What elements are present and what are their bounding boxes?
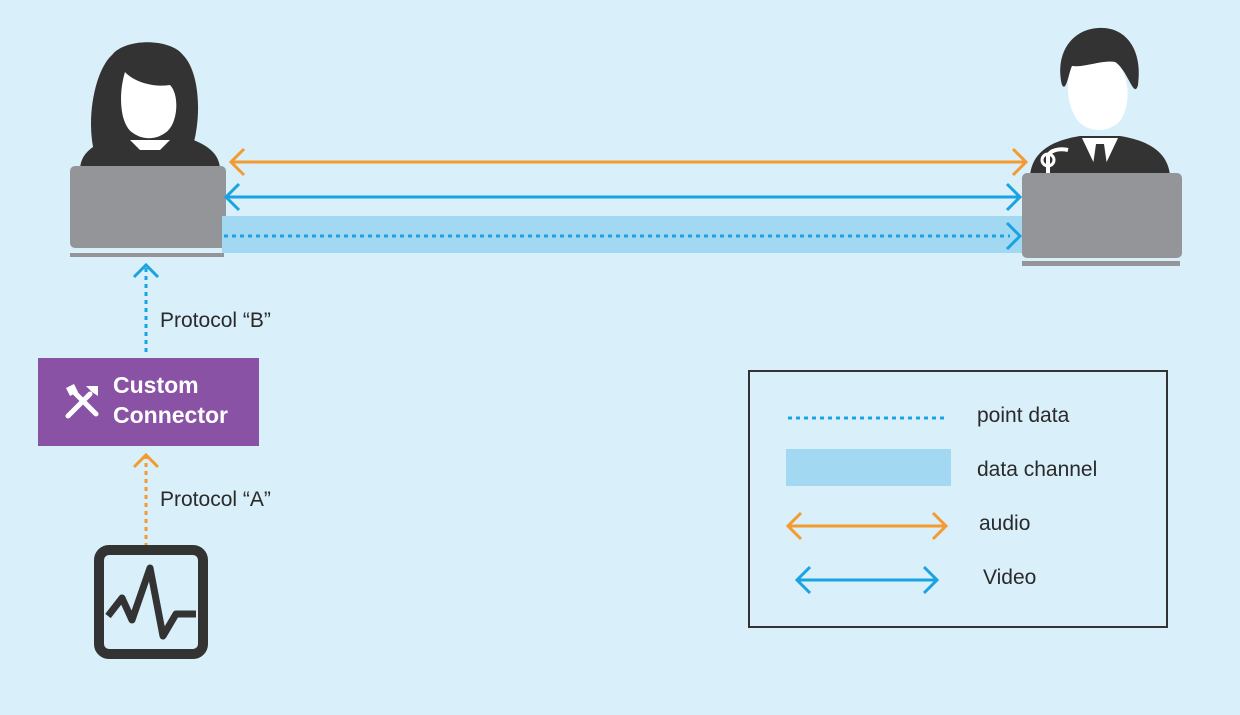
- legend-video-swatch: [794, 565, 940, 595]
- custom-connector-box: Custom Connector: [38, 358, 259, 446]
- tools-icon: [65, 384, 99, 419]
- protocol-b-arrow: [132, 262, 160, 356]
- doctor-user-icon: [1030, 27, 1170, 176]
- video-arrow: [223, 182, 1023, 212]
- legend-data-channel-swatch: [786, 449, 951, 486]
- protocol-a-label: Protocol “A”: [160, 488, 271, 511]
- left-laptop-icon: [70, 166, 226, 257]
- legend-point-data-label: point data: [977, 404, 1070, 427]
- woman-user-icon: [80, 42, 220, 170]
- audio-arrow: [228, 147, 1029, 177]
- legend-video-label: Video: [983, 566, 1037, 589]
- legend-box: [748, 370, 1168, 628]
- legend-audio-label: audio: [979, 512, 1031, 535]
- connector-title: Custom Connector: [113, 370, 228, 430]
- monitor-icon: [94, 545, 208, 659]
- protocol-a-arrow: [132, 452, 160, 545]
- legend-data-channel-label: data channel: [977, 458, 1098, 481]
- data-channel-band: [222, 216, 1022, 253]
- right-laptop-icon: [1022, 173, 1182, 266]
- point-data-arrowhead: [1005, 221, 1023, 251]
- connector-title-line1: Custom: [113, 372, 199, 398]
- connector-title-line2: Connector: [113, 402, 228, 428]
- legend-audio-swatch: [785, 511, 949, 541]
- protocol-b-label: Protocol “B”: [160, 309, 271, 332]
